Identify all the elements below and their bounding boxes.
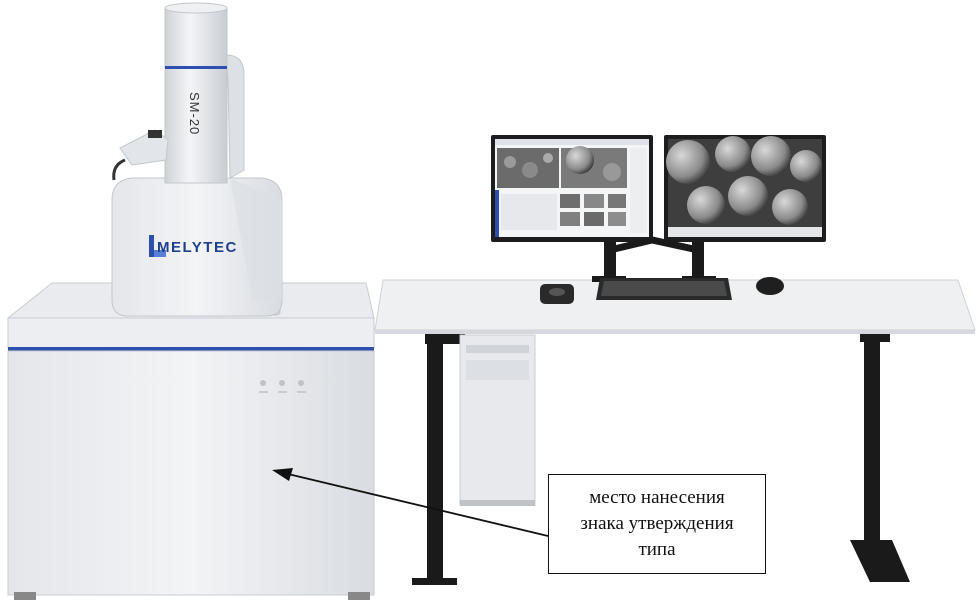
sem-chamber: MELYTEC — [111, 177, 283, 317]
keyboard — [596, 278, 732, 300]
column-model-label: SM-20 — [187, 92, 202, 135]
approval-mark-callout: место нанесения знака утверждения типа — [548, 474, 766, 574]
pc-tower — [459, 334, 536, 506]
monitor-stand — [592, 236, 716, 282]
callout-line-2: знака утверждения — [580, 513, 734, 534]
electron-column: SM-20 — [112, 2, 245, 184]
accent-stripe — [8, 347, 374, 351]
pointer-arrow — [272, 468, 549, 537]
indicator-lights — [259, 380, 306, 393]
mouse — [756, 277, 784, 295]
callout-line-3: типа — [638, 539, 676, 560]
callout-line-1: место нанесения — [589, 487, 725, 508]
sem-cabinet — [6, 282, 375, 600]
brand-logo — [149, 235, 166, 257]
brand-logo-text: MELYTEC — [157, 239, 238, 256]
control-panel — [540, 284, 574, 304]
desk — [374, 279, 976, 585]
left-monitor — [491, 135, 653, 242]
right-monitor — [664, 135, 826, 242]
